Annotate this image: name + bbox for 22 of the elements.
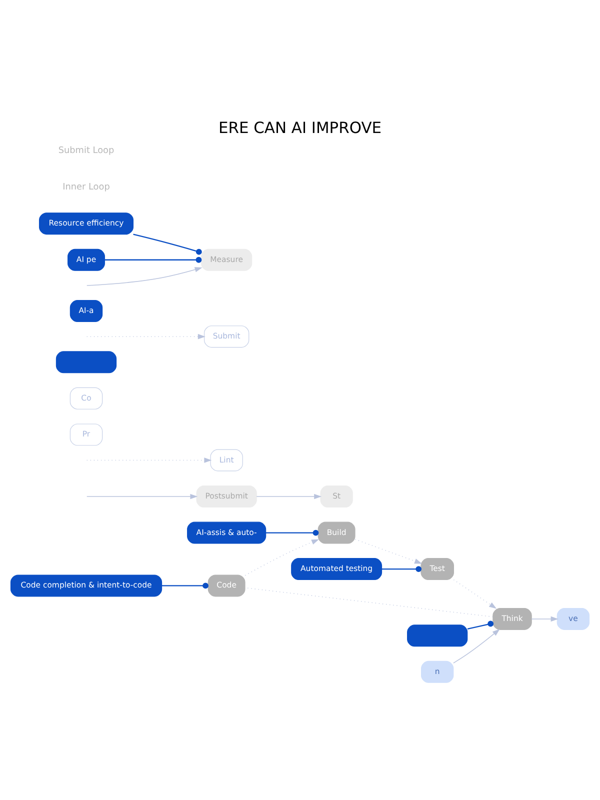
arrow — [354, 538, 422, 564]
connector — [467, 620, 494, 630]
label: Submit Loop — [58, 146, 114, 156]
arrow — [86, 266, 202, 286]
diagram-title: ERE CAN AI IMPROVE — [218, 118, 382, 137]
connector — [266, 529, 319, 536]
connector — [162, 582, 208, 588]
label: Inner Loop — [62, 182, 110, 192]
connector — [133, 233, 202, 254]
connector — [104, 256, 202, 262]
arrow — [453, 578, 497, 608]
node-box — [407, 624, 468, 646]
arrow — [531, 616, 558, 622]
arrow — [453, 628, 500, 663]
connector — [244, 586, 494, 617]
arrow — [86, 333, 206, 339]
node-box — [56, 350, 117, 373]
arrow — [256, 493, 322, 499]
arrow — [244, 538, 320, 576]
arrow — [86, 457, 212, 462]
connector — [382, 566, 422, 572]
arrow — [86, 493, 198, 499]
